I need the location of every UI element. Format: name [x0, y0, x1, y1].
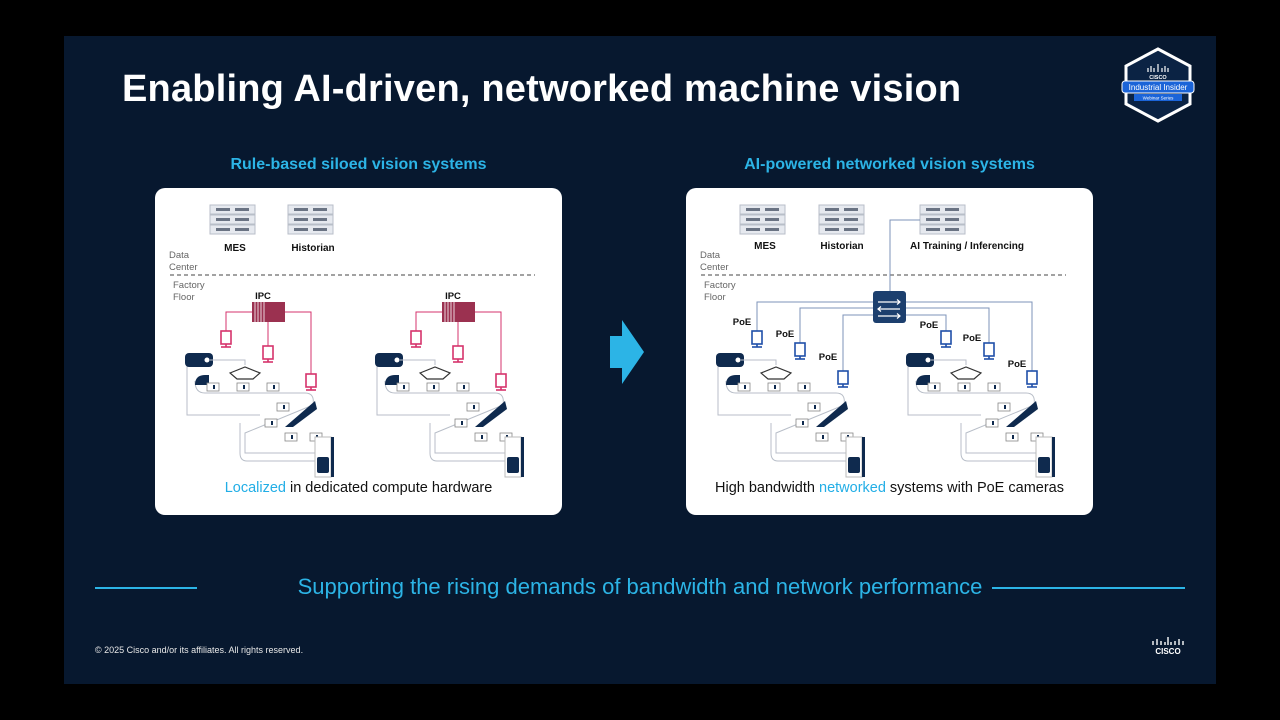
conveyor-side: [285, 401, 317, 427]
svg-text:Industrial Insider: Industrial Insider: [1129, 83, 1188, 92]
poe-label: PoE: [819, 352, 837, 363]
camera-link: [475, 311, 502, 374]
poe-label: PoE: [776, 329, 794, 340]
server-label-mes: MES: [754, 241, 776, 252]
camera-link: [906, 307, 990, 343]
ipc-label: IPC: [445, 291, 461, 302]
camera-icon: [794, 342, 806, 360]
data-center-label: Data: [169, 250, 190, 261]
production-line-machine: [716, 353, 865, 478]
ipc-label: IPC: [255, 291, 271, 302]
machine-arm: [726, 375, 740, 385]
divider-right: [983, 587, 1185, 589]
server-icon: [919, 204, 966, 235]
server-icon: [818, 204, 865, 235]
camera-icon: [452, 345, 464, 363]
server-label-historian: Historian: [291, 243, 334, 254]
server-icon: [739, 204, 786, 235]
machine-head: [185, 353, 213, 367]
factory-floor-label: Factory: [173, 280, 205, 291]
vision-gantry: [418, 366, 452, 380]
camera-icon: [262, 345, 274, 363]
machine-head: [375, 353, 403, 367]
camera-link: [756, 301, 873, 331]
camera-link: [225, 311, 252, 331]
data-center-label: Data: [700, 250, 721, 261]
camera-link: [415, 311, 442, 331]
ipc-device: [252, 302, 285, 322]
production-line-machine: [375, 353, 524, 478]
conveyor-side: [475, 401, 507, 427]
camera-icon: [495, 373, 507, 391]
server-label-mes: MES: [224, 243, 246, 254]
camera-icon: [751, 330, 763, 348]
poe-label: PoE: [1008, 359, 1026, 370]
vision-gantry: [949, 366, 983, 380]
factory-floor-label: Factory: [704, 280, 736, 291]
camera-icon: [220, 330, 232, 348]
camera-icon: [305, 373, 317, 391]
slide: Enabling AI-driven, networked machine vi…: [64, 36, 1216, 684]
production-line-machine: [185, 353, 334, 478]
camera-icon: [940, 330, 952, 348]
copyright: © 2025 Cisco and/or its affiliates. All …: [95, 645, 304, 655]
data-center-label: Center: [169, 262, 198, 273]
camera-link: [906, 314, 947, 331]
server-label-ai: AI Training / Inferencing: [910, 241, 1024, 252]
right-heading: AI-powered networked vision systems: [744, 156, 1035, 173]
camera-link: [799, 307, 873, 343]
arrow-right-icon: [610, 320, 644, 384]
machine-arm: [916, 375, 930, 385]
data-center-label: Center: [700, 262, 729, 273]
camera-link: [906, 301, 1033, 371]
svg-text:CISCO: CISCO: [1155, 647, 1180, 656]
cisco-logo: CISCO: [1152, 637, 1184, 656]
right-caption: High bandwidth networked systems with Po…: [715, 480, 1064, 496]
vision-gantry: [759, 366, 793, 380]
factory-floor-label: Floor: [704, 292, 726, 303]
network-switch-icon: [873, 291, 906, 323]
server-icon: [209, 204, 256, 235]
machine-head: [716, 353, 744, 367]
svg-text:Webinar Series: Webinar Series: [1143, 96, 1174, 101]
camera-link: [842, 314, 873, 371]
left-heading: Rule-based siloed vision systems: [230, 156, 487, 173]
svg-text:CISCO: CISCO: [1149, 75, 1167, 81]
machine-arm: [195, 375, 209, 385]
production-line-machine: [906, 353, 1055, 478]
camera-icon: [410, 330, 422, 348]
machine-head: [906, 353, 934, 367]
conveyor-side: [816, 401, 848, 427]
camera-icon: [1026, 370, 1038, 388]
factory-floor-label: Floor: [173, 292, 195, 303]
server-label-historian: Historian: [820, 241, 863, 252]
tagline: Supporting the rising demands of bandwid…: [64, 574, 1216, 600]
ipc-device: [442, 302, 475, 322]
poe-label: PoE: [963, 333, 981, 344]
divider-left: [95, 587, 197, 589]
uplink-line: [889, 219, 920, 291]
machine-arm: [385, 375, 399, 385]
vision-gantry: [228, 366, 262, 380]
poe-label: PoE: [733, 317, 751, 328]
camera-icon: [983, 342, 995, 360]
slide-title: Enabling AI-driven, networked machine vi…: [122, 68, 962, 110]
poe-label: PoE: [920, 320, 938, 331]
camera-link: [285, 311, 312, 374]
server-icon: [287, 204, 334, 235]
networked-diagram: MES Historian AI Training / InferencingDat…: [700, 204, 1066, 478]
camera-icon: [837, 370, 849, 388]
conveyor-side: [1006, 401, 1038, 427]
industrial-insider-badge: CISCO Industrial Insider Webinar Series: [1121, 47, 1195, 123]
left-caption: Localized in dedicated compute hardware: [224, 480, 493, 496]
